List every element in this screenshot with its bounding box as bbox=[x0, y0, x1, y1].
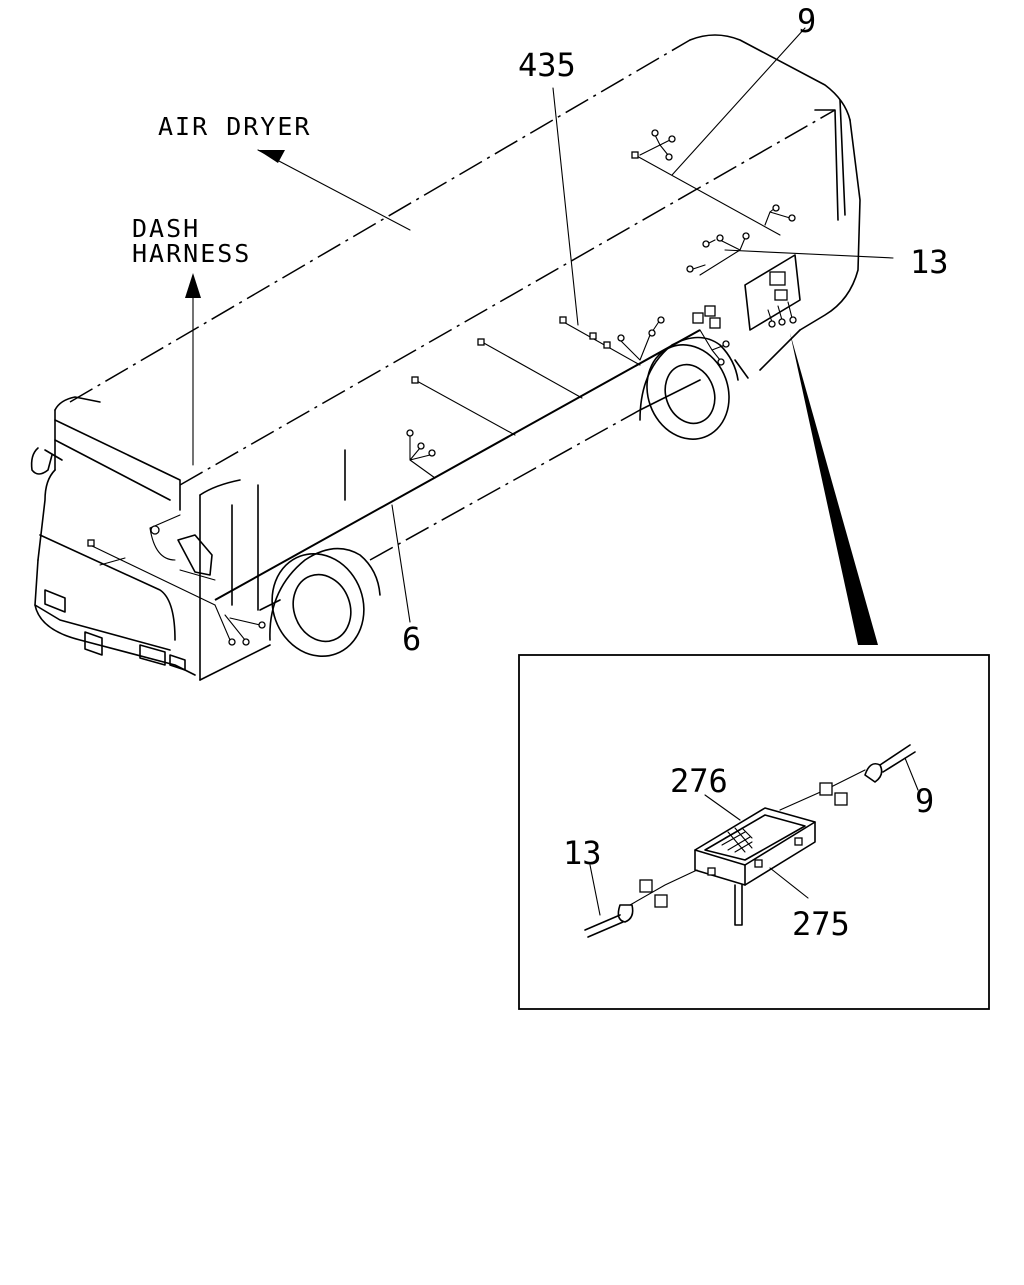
inset-callout-276: 276 bbox=[670, 762, 728, 800]
callout-435: 435 bbox=[518, 46, 576, 84]
inset-callout-9: 9 bbox=[915, 782, 934, 820]
inset-callout-275: 275 bbox=[792, 905, 850, 943]
direction-arrows bbox=[185, 149, 411, 466]
callout-13: 13 bbox=[910, 243, 949, 281]
dash-harness-label-line1: DASH bbox=[132, 214, 200, 243]
inset-detail: 276 9 13 275 bbox=[518, 654, 990, 1010]
inset-callout-13: 13 bbox=[563, 834, 602, 872]
callout-6: 6 bbox=[402, 620, 421, 658]
callout-9: 9 bbox=[797, 2, 816, 40]
bus-outline bbox=[30, 34, 861, 681]
main-harness bbox=[87, 129, 801, 646]
air-dryer-label: AIR DRYER bbox=[158, 112, 311, 141]
dash-harness-label-line2: HARNESS bbox=[132, 239, 251, 268]
callout-leaders bbox=[391, 27, 894, 645]
